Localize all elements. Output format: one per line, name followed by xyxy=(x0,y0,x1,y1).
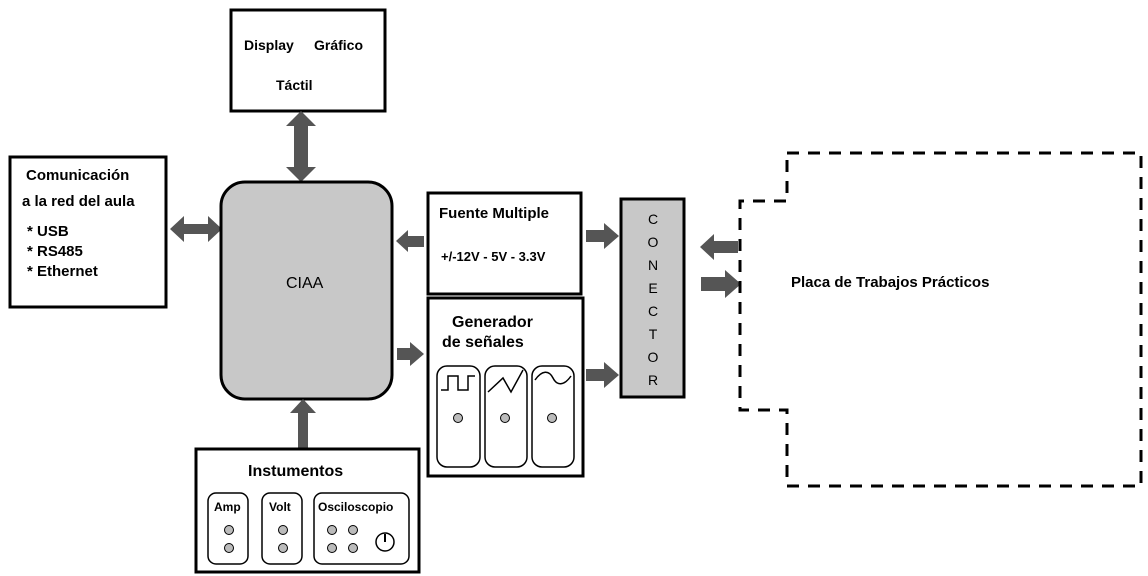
square-wave-module xyxy=(436,365,481,468)
sine-wave-knob xyxy=(547,413,557,423)
instruments-block: Instumentos Amp Volt Osciloscopio xyxy=(194,447,421,574)
connector-letter-o1: O xyxy=(648,234,659,250)
voltmeter-label: Volt xyxy=(269,500,291,514)
ciaa-label: CIAA xyxy=(286,275,324,292)
connector-letter-o2: O xyxy=(648,349,659,365)
square-wave-knob xyxy=(453,413,463,423)
power-connector-arrow xyxy=(586,223,619,249)
ammeter-terminal-2 xyxy=(224,543,234,553)
oscilloscope-terminal-1 xyxy=(327,525,337,535)
connector-letter-n: N xyxy=(648,257,658,273)
signal-generator-title-2: de señales xyxy=(442,334,524,351)
oscilloscope-module: Osciloscopio xyxy=(313,492,410,565)
display-label-2: Gráfico xyxy=(314,37,363,53)
oscilloscope-terminal-3 xyxy=(327,543,337,553)
practice-board-block: Placa de Trabajos Prácticos xyxy=(738,151,1143,488)
ciaa-generator-arrow xyxy=(397,342,424,366)
connector-letter-r: R xyxy=(648,372,658,388)
oscilloscope-terminal-2 xyxy=(348,525,358,535)
communication-item-ethernet: * Ethernet xyxy=(27,263,98,280)
ammeter-terminal-1 xyxy=(224,525,234,535)
signal-generator-block: Generador de señales xyxy=(426,296,585,478)
power-supply-title: Fuente Multiple xyxy=(439,205,549,222)
connector-board-arrow xyxy=(701,270,741,298)
signal-generator-title-1: Generador xyxy=(452,314,533,331)
power-supply-block: Fuente Multiple +/-12V - 5V - 3.3V xyxy=(426,191,583,296)
display-ciaa-arrow xyxy=(286,111,316,182)
display-label-3: Táctil xyxy=(276,77,313,93)
oscilloscope-dial-icon xyxy=(375,532,395,552)
sine-wave-module xyxy=(531,365,575,468)
oscilloscope-terminal-4 xyxy=(348,543,358,553)
ammeter-module: Amp xyxy=(207,492,249,565)
square-wave-icon xyxy=(441,375,475,391)
board-connector-arrow xyxy=(700,234,738,260)
triangle-wave-module xyxy=(484,365,528,468)
ammeter-label: Amp xyxy=(214,500,241,514)
practice-board-label: Placa de Trabajos Prácticos xyxy=(791,274,989,291)
display-label-1: Display xyxy=(244,37,294,53)
communication-title-1: Comunicación xyxy=(26,167,129,184)
voltmeter-module: Volt xyxy=(261,492,303,565)
connector-block: C O N E C T O R xyxy=(619,197,686,399)
voltmeter-terminal-1 xyxy=(278,525,288,535)
connector-letter-c2: C xyxy=(648,303,658,319)
ciaa-block: CIAA xyxy=(219,180,394,401)
generator-connector-arrow xyxy=(586,362,619,388)
communication-title-2: a la red del aula xyxy=(22,193,135,210)
display-block: Display Gráfico Táctil xyxy=(229,8,387,113)
instruments-ciaa-arrow xyxy=(290,399,316,448)
communication-item-rs485: * RS485 xyxy=(27,243,83,260)
communication-block: Comunicación a la red del aula * USB * R… xyxy=(8,155,168,309)
triangle-wave-icon xyxy=(487,369,524,394)
connector-letter-e: E xyxy=(648,280,657,296)
connector-letter-c1: C xyxy=(648,211,658,227)
communication-ciaa-arrow xyxy=(170,216,222,242)
sine-wave-icon xyxy=(534,371,572,385)
triangle-wave-knob xyxy=(500,413,510,423)
connector-letter-t: T xyxy=(649,326,658,342)
voltmeter-terminal-2 xyxy=(278,543,288,553)
communication-item-usb: * USB xyxy=(27,223,69,240)
oscilloscope-label: Osciloscopio xyxy=(318,500,393,514)
power-ciaa-arrow xyxy=(396,230,424,252)
instruments-title: Instumentos xyxy=(248,463,343,480)
power-supply-voltages: +/-12V - 5V - 3.3V xyxy=(441,249,546,264)
